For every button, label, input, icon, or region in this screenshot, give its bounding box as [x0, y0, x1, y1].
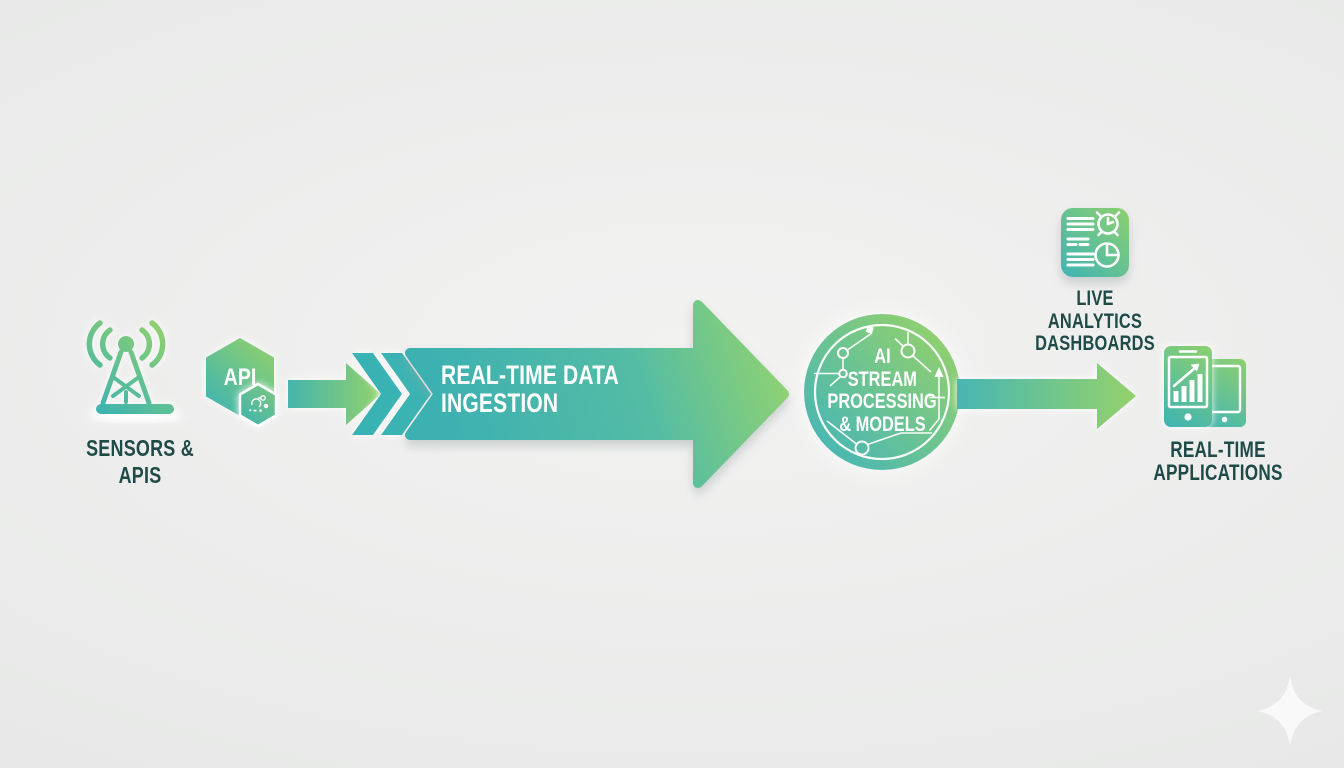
- flow-arrow-icon: [288, 300, 789, 488]
- ai-circuit-circle-icon: [804, 314, 960, 470]
- four-point-sparkle-icon: [1258, 676, 1322, 746]
- gauge-clock-icon: [1095, 211, 1121, 237]
- sensors-label: SENSORS & APIS: [86, 435, 194, 488]
- flow-arrow-small-icon: [957, 363, 1136, 429]
- molecule-doodle-icon: [251, 395, 269, 409]
- analytics-dashboard-icon: [1061, 208, 1129, 277]
- api-badge-label: API: [223, 364, 257, 391]
- dashboards-label: LIVE ANALYTICS DASHBOARDS: [1035, 287, 1155, 355]
- circuit-traces: [814, 332, 945, 446]
- pie-chart-icon: [1094, 242, 1120, 268]
- applications-label: REAL-TIME APPLICATIONS: [1153, 437, 1283, 485]
- ai-core-label: AI STREAM PROCESSING & MODELS: [827, 345, 937, 436]
- radio-tower-icon: [86, 320, 182, 422]
- api-hexagon-icon: [206, 338, 278, 428]
- bar-chart-icon: [1173, 374, 1203, 402]
- mobile-devices-icon: [1164, 346, 1246, 427]
- ingestion-arrow-label: REAL-TIME DATA INGESTION: [441, 360, 620, 418]
- front-phone-icon: [1164, 346, 1212, 427]
